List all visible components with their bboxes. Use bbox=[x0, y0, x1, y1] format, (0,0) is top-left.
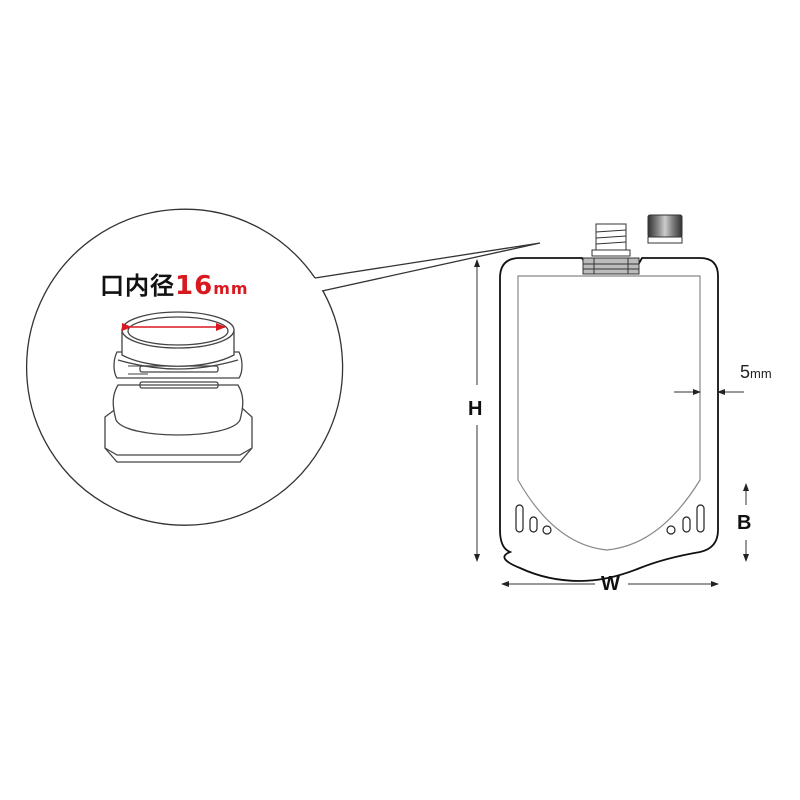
seal-width-label: 5mm bbox=[740, 362, 772, 383]
cap bbox=[647, 214, 683, 244]
seal-width-unit: mm bbox=[750, 366, 772, 381]
inner-diameter-value: 16 bbox=[175, 271, 214, 301]
spout bbox=[582, 223, 640, 275]
inner-diameter-prefix: 口内径 bbox=[100, 272, 175, 300]
dimension-lines bbox=[474, 259, 749, 587]
gusset-dimension-label: B bbox=[737, 512, 752, 534]
inner-diameter-label: 口内径16mm bbox=[100, 266, 249, 301]
spout-detail-circle bbox=[25, 208, 541, 526]
width-dimension-label: W bbox=[601, 573, 620, 595]
hang-holes bbox=[515, 504, 705, 535]
pouch-body bbox=[499, 257, 719, 582]
spout-detail-drawing bbox=[104, 311, 253, 463]
seal-width-value: 5 bbox=[740, 362, 751, 382]
inner-diameter-unit: mm bbox=[213, 279, 249, 298]
height-dimension-label: H bbox=[468, 398, 483, 420]
